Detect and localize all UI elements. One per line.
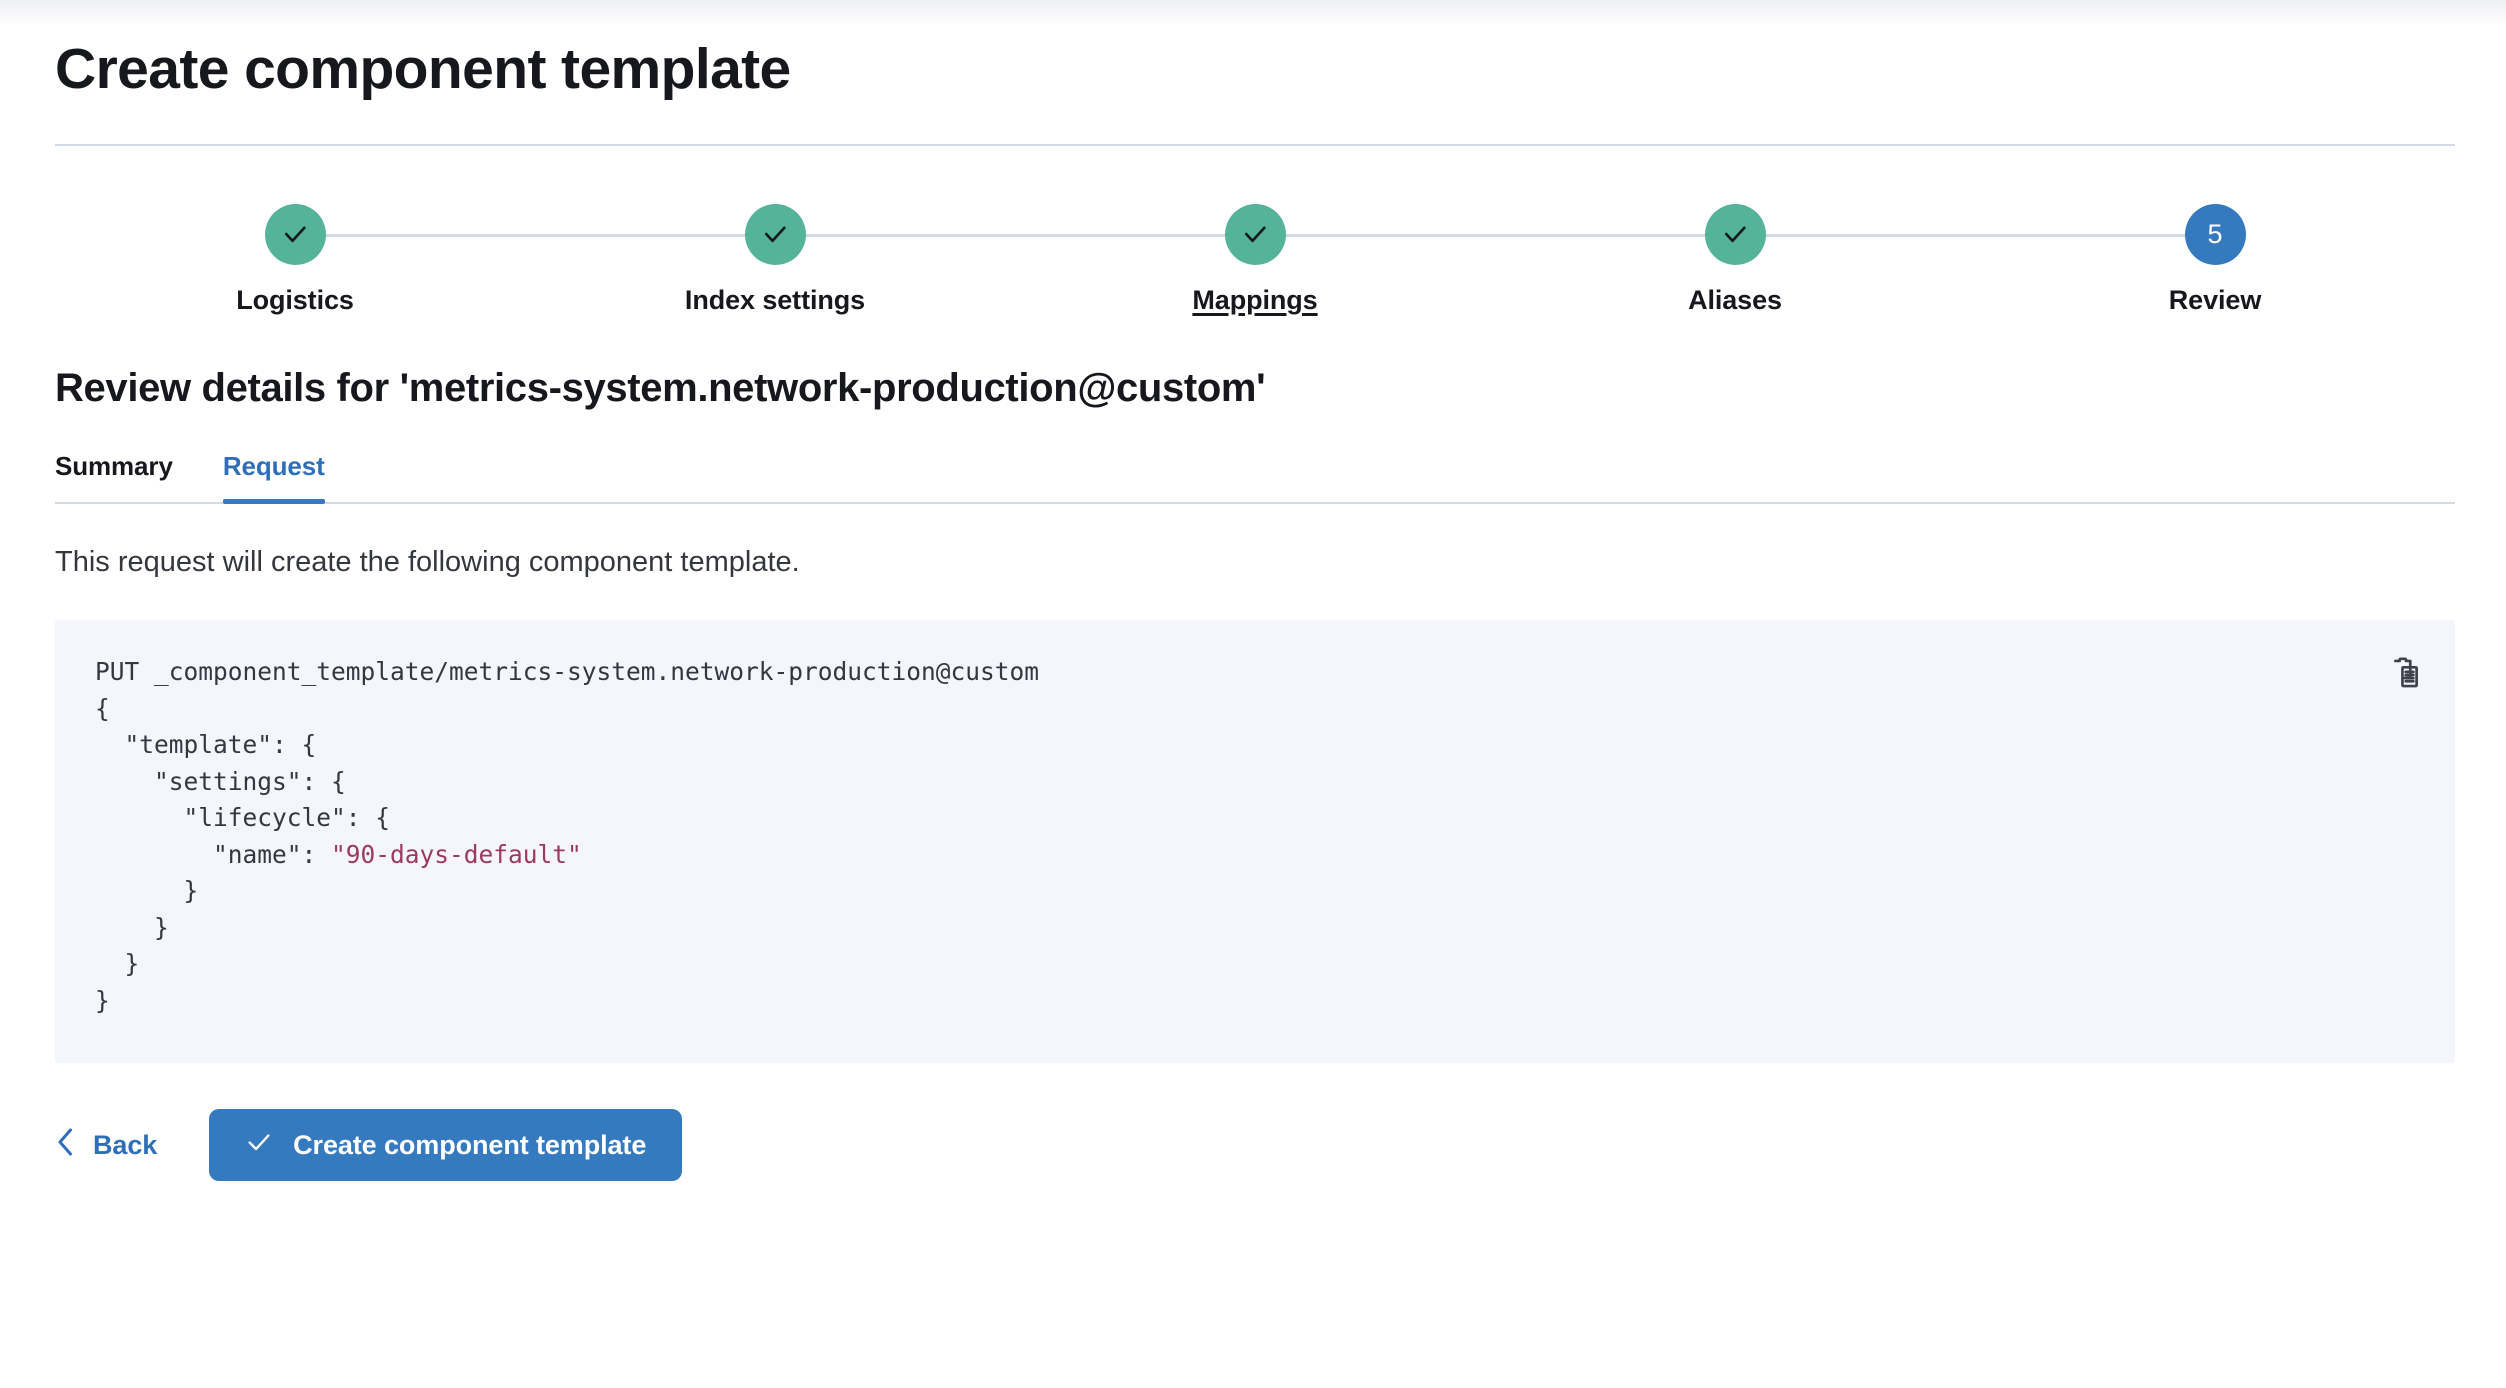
stepper-connector (295, 233, 775, 237)
code-line: PUT _component_template/metrics-system.n… (95, 657, 1040, 687)
chevron-left-icon (55, 1127, 77, 1164)
code-line: "lifecycle": { (95, 803, 391, 833)
page-content: Create component template Logistics Index… (55, 0, 2455, 1182)
step-number-badge: 5 (2184, 203, 2246, 265)
clipboard-copy-glyph (2394, 657, 2418, 688)
code-line: "name": (95, 839, 332, 869)
stepper-connector (1255, 233, 1735, 237)
code-line: } (95, 949, 140, 979)
check-icon (744, 203, 806, 265)
stepper-step-aliases[interactable]: Aliases (1495, 203, 1975, 316)
check-icon (245, 1128, 273, 1163)
request-code-panel: PUT _component_template/metrics-system.n… (55, 620, 2455, 1064)
stepper-step-label: Mappings (1192, 284, 1318, 315)
stepper-step-logistics[interactable]: Logistics (55, 203, 535, 316)
code-line: { (95, 693, 110, 723)
check-glyph (1244, 226, 1266, 243)
stepper-step-label: Aliases (1688, 284, 1782, 315)
code-line: } (95, 912, 169, 942)
stepper-step-label: Index settings (684, 284, 866, 315)
tab-summary[interactable]: Summary (55, 451, 173, 502)
stepper-step-label: Logistics (236, 284, 354, 315)
back-button-label: Back (93, 1129, 158, 1160)
check-icon (1704, 203, 1766, 265)
review-heading: Review details for 'metrics-system.netwo… (55, 365, 1266, 410)
code-line: "settings": { (95, 766, 346, 796)
clipboard-copy-icon[interactable] (2383, 650, 2429, 696)
check-icon (1224, 203, 1286, 265)
check-icon (264, 203, 326, 265)
back-button[interactable]: Back (55, 1127, 157, 1164)
stepper-connector (775, 233, 1255, 237)
check-glyph (248, 1134, 270, 1151)
title-divider (55, 143, 2455, 146)
tab-request[interactable]: Request (222, 451, 325, 504)
check-glyph (284, 226, 306, 243)
stepper-step-label: Review (2168, 284, 2262, 315)
check-glyph (764, 226, 786, 243)
create-component-template-button[interactable]: Create component template (209, 1109, 683, 1182)
code-line: "template": { (95, 730, 317, 760)
stepper-step-mappings[interactable]: Mappings (1015, 203, 1495, 316)
create-button-label: Create component template (293, 1129, 647, 1160)
chevron-left-glyph (58, 1128, 72, 1156)
request-description: This request will create the following c… (55, 545, 800, 578)
code-line: } (95, 985, 110, 1015)
review-tabs: Summary Request (55, 451, 2455, 504)
code-string-value: "90-days-default" (331, 839, 582, 869)
code-line: } (95, 876, 199, 906)
check-glyph (1724, 226, 1746, 243)
stepper-connector (1735, 233, 2215, 237)
request-code: PUT _component_template/metrics-system.n… (95, 654, 2415, 1019)
page-title: Create component template (55, 37, 791, 101)
wizard-actions: Back Create component template (55, 1109, 2455, 1182)
step-number: 5 (2207, 218, 2223, 249)
stepper-step-index-settings[interactable]: Index settings (535, 203, 1015, 316)
